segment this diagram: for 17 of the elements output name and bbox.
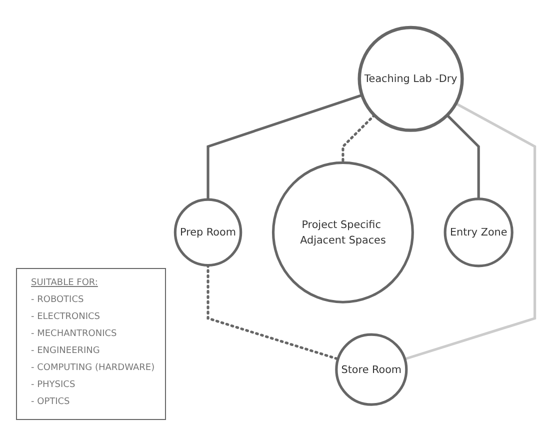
connector	[206, 94, 362, 200]
node-circle: Store Room	[335, 333, 408, 406]
connector	[404, 102, 536, 360]
note-heading: SUITABLE FOR:	[31, 277, 99, 290]
list-item: - MECHANTRONICS	[31, 328, 118, 341]
list-item: - COMPUTING (HARDWARE)	[31, 362, 155, 375]
node-circle: Prep Room	[174, 198, 242, 267]
node-circle: Teaching Lab -Dry	[358, 26, 464, 132]
list-item: - ENGINEERING	[31, 345, 101, 358]
list-item: - OPTICS	[31, 396, 71, 409]
connector	[446, 114, 480, 199]
list-item: - ELECTRONICS	[31, 311, 101, 324]
list-item: - ROBOTICS	[31, 294, 85, 307]
connector	[342, 114, 376, 164]
node-circle: Entry Zone	[444, 198, 514, 268]
list-item: - PHYSICS	[31, 379, 76, 392]
node-circle: Project Specific Adjacent Spaces	[272, 161, 414, 304]
